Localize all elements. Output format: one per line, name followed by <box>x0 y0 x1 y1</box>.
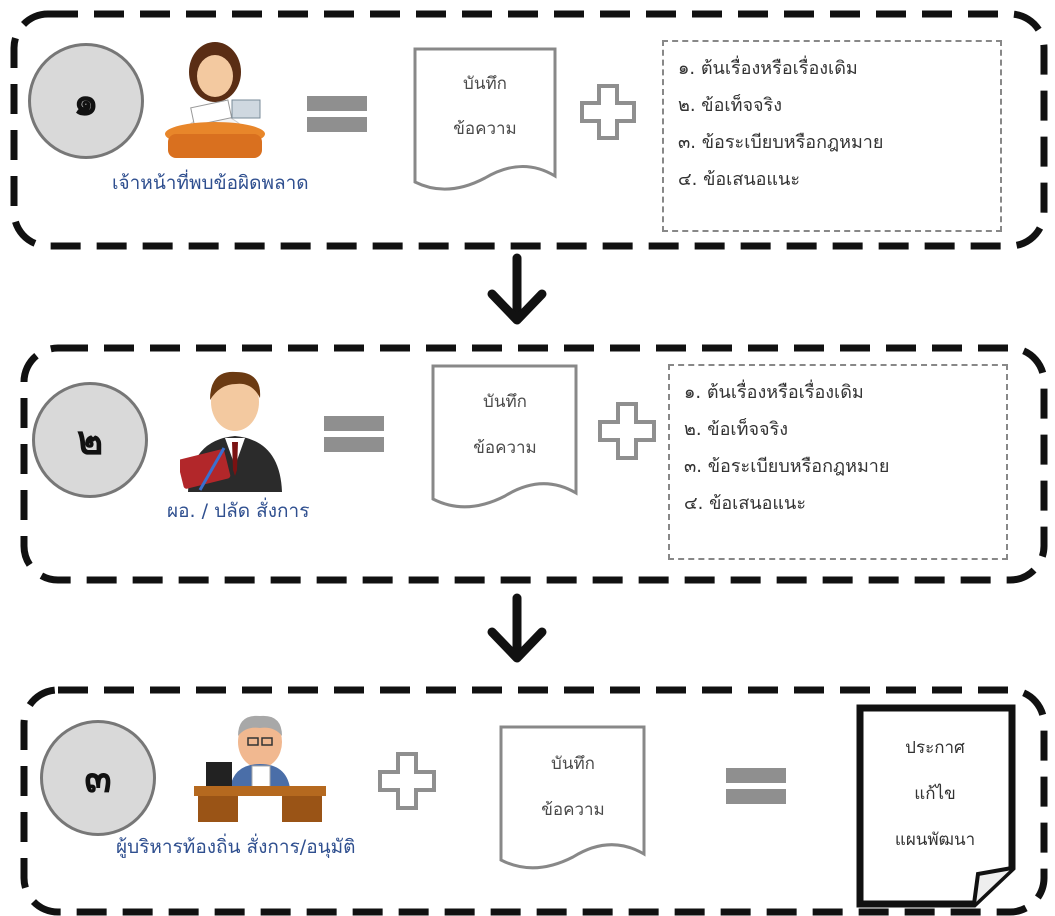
memo-line: บันทึก <box>483 392 527 412</box>
step-3-caption: ผู้บริหารท้องถิ่น สั่งการ/อนุมัติ <box>116 836 356 858</box>
memo-document-icon <box>413 47 557 191</box>
clerk-icon <box>165 42 265 158</box>
step-number: ๑ <box>73 79 99 125</box>
step-3-frame <box>20 686 1048 916</box>
memo-document-icon <box>499 725 646 870</box>
equals-icon <box>726 768 786 804</box>
equals-icon <box>307 96 367 132</box>
down-arrow-icon <box>487 593 547 663</box>
step-1-caption: เจ้าหน้าที่พบข้อผิดพลาด <box>112 172 309 194</box>
list-item: ๔. ข้อเสนอแนะ <box>678 169 801 190</box>
memo-line: ข้อความ <box>453 119 517 139</box>
plus-icon <box>580 84 636 140</box>
down-arrow-icon <box>487 253 547 325</box>
equals-icon <box>324 416 384 452</box>
list-item: ๒. ข้อเท็จจริง <box>678 95 782 116</box>
step-2-caption: ผอ. / ปลัด สั่งการ <box>167 500 310 522</box>
step-2-criteria-list: ๑. ต้นเรื่องหรือเรื่องเดิม ๒. ข้อเท็จจริ… <box>668 364 1008 560</box>
step-2-number-circle: ๒ <box>32 382 148 498</box>
announcement-line: แก้ไข <box>914 784 956 804</box>
step-1-criteria-list: ๑. ต้นเรื่องหรือเรื่องเดิม ๒. ข้อเท็จจริ… <box>662 40 1002 232</box>
step-1-frame <box>10 10 1048 250</box>
memo-line: ข้อความ <box>541 800 605 820</box>
memo-line: บันทึก <box>551 754 595 774</box>
step-number: ๒ <box>76 418 104 464</box>
list-item: ๓. ข้อระเบียบหรือกฎหมาย <box>678 132 884 153</box>
step-3-number-circle: ๓ <box>40 720 156 836</box>
announcement-document-icon <box>856 704 1016 908</box>
announcement-line: แผนพัฒนา <box>894 830 976 850</box>
director-icon <box>180 371 282 492</box>
list-item: ๑. ต้นเรื่องหรือเรื่องเดิม <box>678 58 858 79</box>
step-1-number-circle: ๑ <box>28 43 144 159</box>
plus-icon <box>378 752 436 810</box>
list-item: ๓. ข้อระเบียบหรือกฎหมาย <box>684 456 890 477</box>
announcement-line: ประกาศ <box>905 738 965 758</box>
list-item: ๔. ข้อเสนอแนะ <box>684 493 807 514</box>
memo-line: บันทึก <box>463 74 507 94</box>
step-2-frame <box>20 344 1048 584</box>
step-number: ๓ <box>84 756 112 802</box>
plus-icon <box>598 402 656 460</box>
executive-icon <box>194 715 326 822</box>
list-item: ๒. ข้อเท็จจริง <box>684 419 788 440</box>
memo-line: ข้อความ <box>473 438 537 458</box>
memo-document-icon <box>431 364 578 509</box>
list-item: ๑. ต้นเรื่องหรือเรื่องเดิม <box>684 382 864 403</box>
